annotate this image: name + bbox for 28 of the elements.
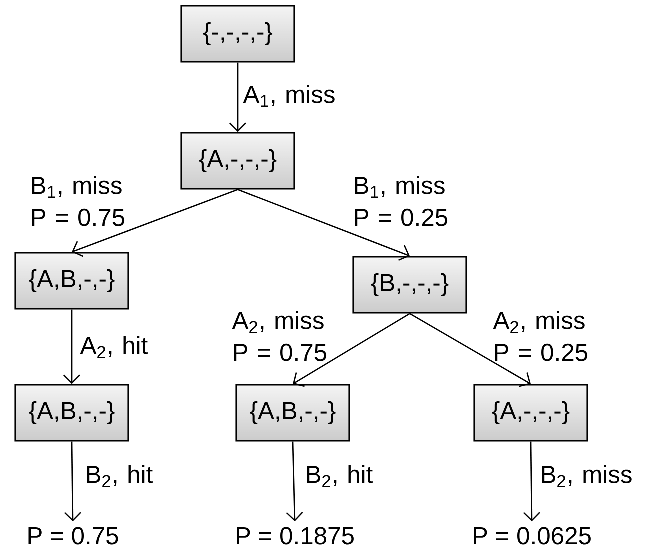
arrow [72,189,238,258]
edge-label: A$_{2}$, miss P = 0.75 [232,311,327,362]
state-box: {A,B,-,-} [14,252,130,310]
arrow [230,62,246,132]
arrow [64,310,80,384]
state-box: {B,-,-,-} [352,256,468,314]
arrow [64,442,82,522]
state-box: {-,-,-,-} [180,5,296,63]
edge-label: A$_{2}$, miss P = 0.25 [493,311,588,362]
state-box: {A,B,-,-} [14,384,130,442]
edge-label: B$_{1}$, miss P = 0.25 [355,176,448,226]
state-box: {A,-,-,-} [180,132,296,190]
edge-label: B$_{1}$, miss P = 0.75 [32,176,125,226]
edge-label: A$_{1}$, miss [243,85,335,108]
arrow [410,313,531,388]
edge-label: B$_{2}$, hit [87,465,153,488]
edge-label: B$_{2}$, hit [307,465,373,488]
state-box: {A,B,-,-} [236,384,350,442]
probability-text: P = 0.0625 [474,527,591,545]
arrow [286,442,304,522]
edge-label: A$_{2}$, hit [80,336,148,358]
state-box: {A,-,-,-} [474,384,588,442]
probability-text: P = 0.1875 [237,527,354,545]
arrow [238,189,410,262]
edge-label: B$_{2}$, miss [542,465,632,488]
arrow [523,442,540,522]
probability-text: P = 0.75 [28,527,118,545]
arrow [293,313,410,388]
